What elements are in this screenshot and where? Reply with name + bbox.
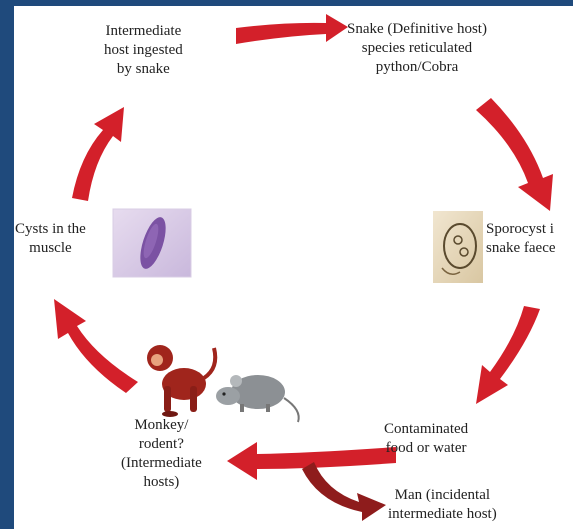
cycle-arrows xyxy=(14,6,573,529)
label-line: (Intermediate xyxy=(121,454,202,473)
arrow-to-contaminated xyxy=(476,306,540,404)
label-sporocyst: Sporocyst i snake faece xyxy=(486,220,556,258)
arrow-to-man xyxy=(302,462,386,521)
label-monkey-rodent: Monkey/ rodent? (Intermediate hosts) xyxy=(121,416,202,492)
arrow-to-sporocyst xyxy=(476,98,553,211)
label-line: Snake (Definitive host) xyxy=(347,20,487,39)
label-line: muscle xyxy=(15,239,86,258)
label-line: Sporocyst i xyxy=(486,220,556,239)
label-line: species reticulated xyxy=(347,39,487,58)
label-line: host ingested xyxy=(104,41,183,60)
arrow-to-intermediate xyxy=(72,107,124,201)
label-line: hosts) xyxy=(121,473,202,492)
label-line: intermediate host) xyxy=(388,505,497,524)
arrow-to-cysts xyxy=(54,299,138,393)
label-cysts: Cysts in the muscle xyxy=(15,220,86,258)
muscle-cyst-micrograph-icon xyxy=(113,209,191,277)
label-line: Man (incidental xyxy=(388,486,497,505)
label-line: snake faece xyxy=(486,239,556,258)
label-line: python/Cobra xyxy=(347,58,487,77)
label-line: Contaminated xyxy=(384,420,468,439)
label-contaminated: Contaminated food or water xyxy=(384,420,468,458)
monkey-icon xyxy=(147,345,215,417)
label-line: Cysts in the xyxy=(15,220,86,239)
arrow-to-snake xyxy=(236,14,348,44)
label-line: Intermediate xyxy=(104,22,183,41)
label-line: Monkey/ xyxy=(121,416,202,435)
lifecycle-diagram-panel: Intermediate host ingested by snake Snak… xyxy=(14,6,573,529)
label-man: Man (incidental intermediate host) xyxy=(388,486,497,524)
label-snake: Snake (Definitive host) species reticula… xyxy=(347,20,487,77)
label-intermediate-ingested: Intermediate host ingested by snake xyxy=(104,22,183,79)
label-line: by snake xyxy=(104,60,183,79)
label-line: food or water xyxy=(384,439,468,458)
rodent-icon xyxy=(216,375,299,422)
label-line: rodent? xyxy=(121,435,202,454)
sporocyst-micrograph-icon xyxy=(433,211,483,283)
